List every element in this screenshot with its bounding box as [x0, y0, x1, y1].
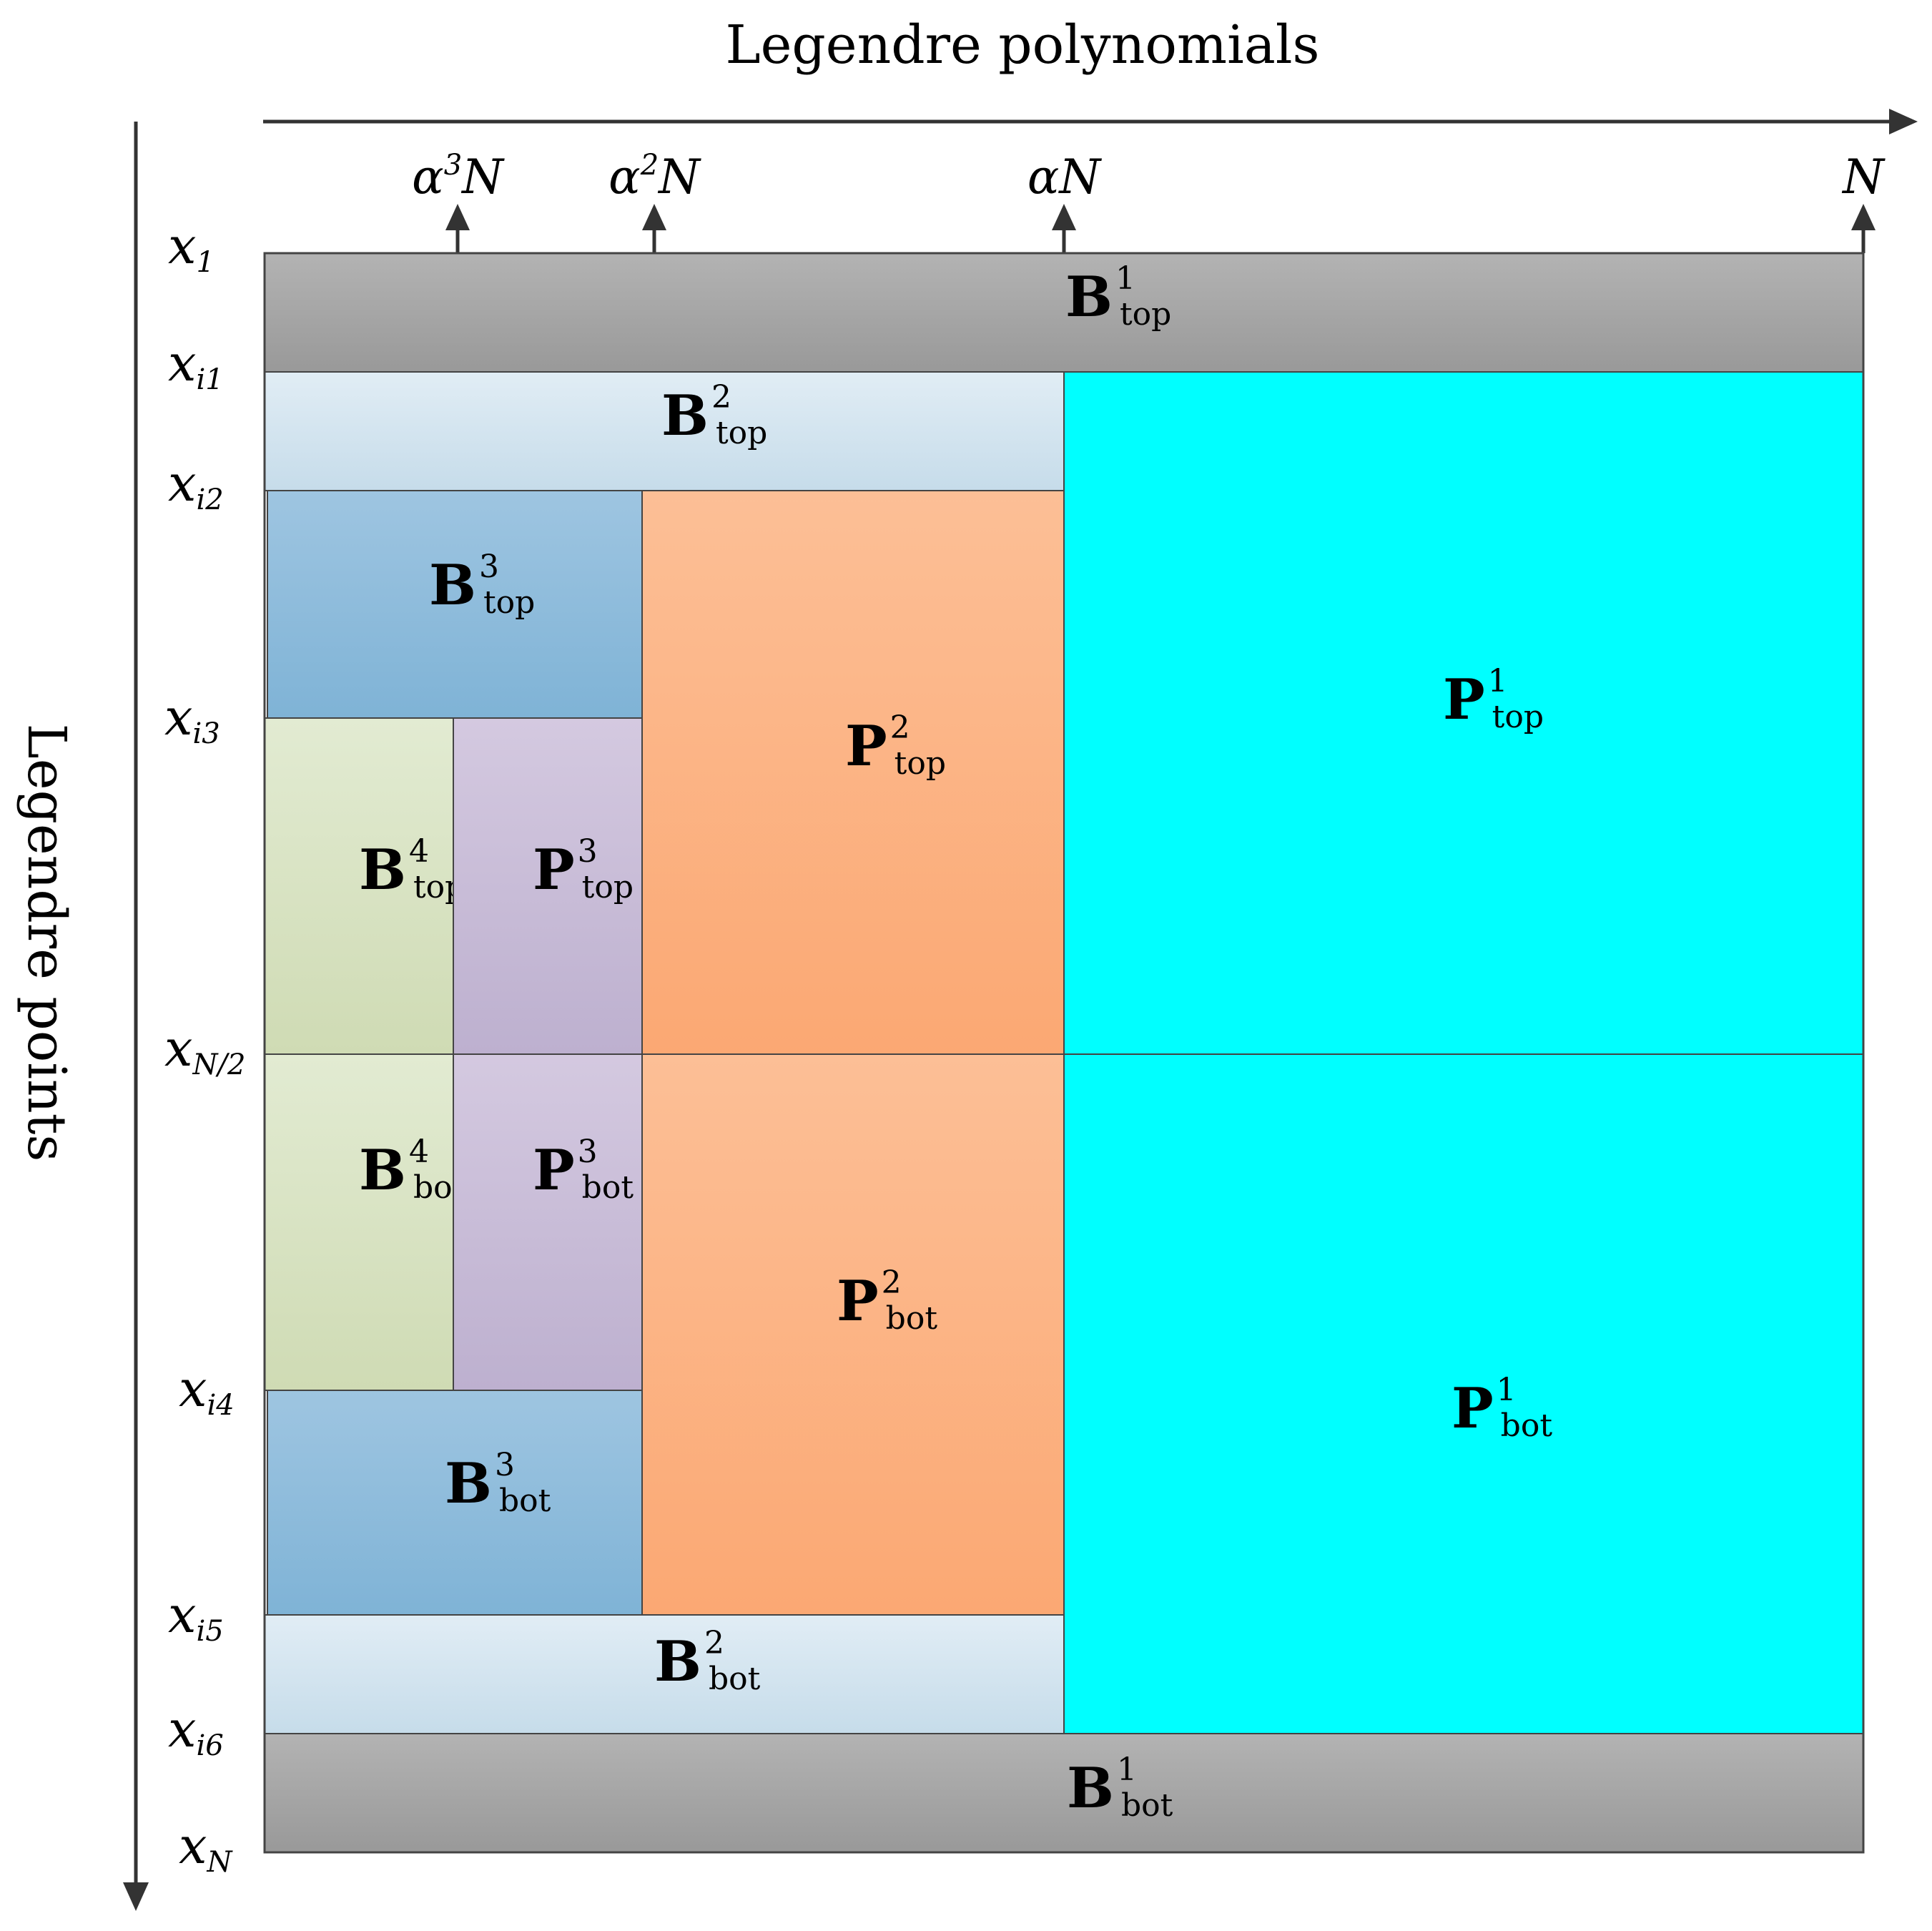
outer-frame [263, 252, 1865, 1854]
tick-arrowhead [642, 204, 666, 230]
y-label-4: xi3 [164, 688, 220, 750]
y-labels: x1 xi1 xi2 xi3 xN/2 xi4 xi5 xi6 xN [164, 217, 245, 1879]
block-rect [641, 490, 1065, 1055]
block-rect [264, 1733, 1864, 1853]
y-label-2: xi1 [168, 334, 224, 396]
x-tick-4: N [1841, 149, 1886, 253]
x-tick-label: α2N [608, 149, 701, 205]
y-label-9: xN [179, 1817, 233, 1879]
block-rect [264, 371, 1065, 491]
block-rect [264, 717, 454, 1055]
y-label-8: xi6 [168, 1700, 224, 1762]
y-axis-arrowhead [123, 1882, 149, 1911]
tick-arrowhead [1851, 204, 1876, 230]
block-rect [264, 1614, 1065, 1734]
y-label-1: x1 [168, 217, 215, 279]
x-tick-label: N [1841, 149, 1886, 205]
block-rect [1063, 1053, 1864, 1734]
x-ticks: α3N α2N αN N [412, 149, 1886, 253]
x-tick-label: α3N [412, 149, 505, 205]
block-rect [267, 1390, 643, 1616]
x-tick-2: α2N [608, 149, 701, 253]
x-tick-1: α3N [412, 149, 505, 253]
axes [123, 109, 1918, 1911]
block-rect [1063, 371, 1864, 1055]
tick-arrowhead [445, 204, 470, 230]
block-rect [264, 252, 1864, 373]
x-axis-arrowhead [1889, 109, 1918, 134]
x-tick-3: αN [1027, 149, 1103, 253]
y-label-7: xi5 [168, 1586, 224, 1648]
x-axis-title: Legendre polynomials [725, 14, 1319, 76]
y-label-5: xN/2 [164, 1019, 245, 1081]
block-rect [453, 717, 643, 1055]
block-rect [641, 1053, 1065, 1616]
block-rect [264, 1053, 454, 1391]
block-rect [453, 1053, 643, 1391]
y-label-3: xi2 [168, 454, 224, 516]
x-tick-label: αN [1027, 149, 1103, 205]
y-label-6: xi4 [179, 1360, 235, 1422]
y-axis-title: Legendre points [16, 724, 77, 1162]
tick-arrowhead [1052, 204, 1076, 230]
